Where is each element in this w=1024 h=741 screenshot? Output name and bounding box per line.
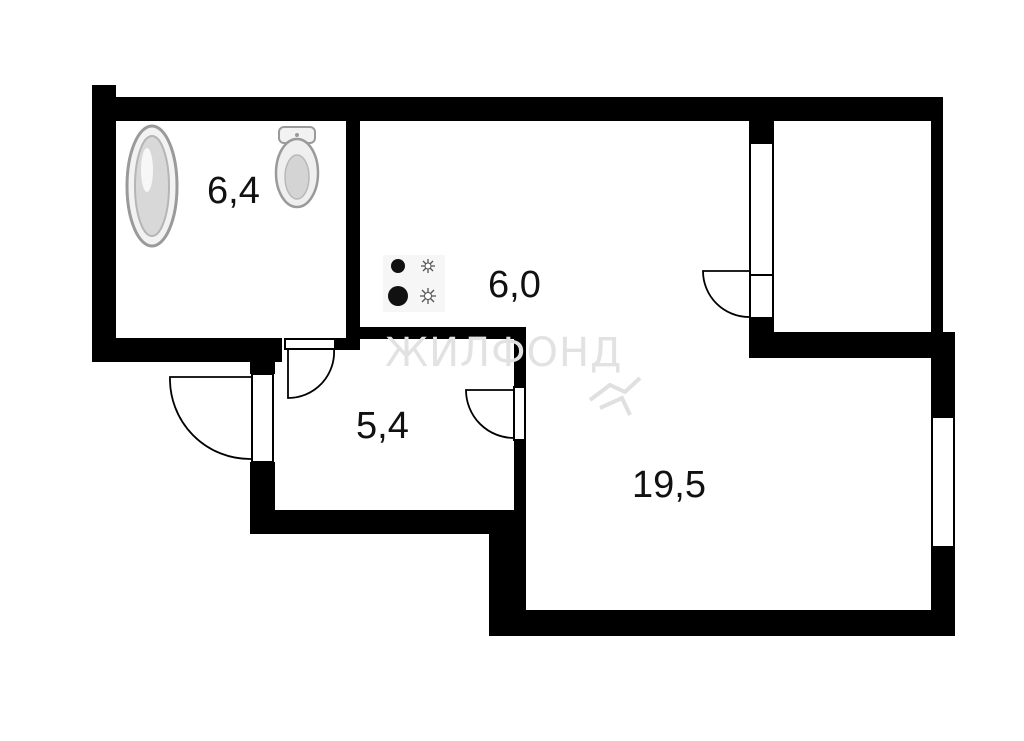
entrance-door-frame [251, 373, 274, 463]
bathtub-icon [125, 124, 179, 248]
toilet-icon [274, 126, 320, 209]
wall-hallway-top [346, 327, 520, 339]
door-swings [169, 270, 750, 460]
walls [92, 85, 955, 636]
wall-right-upper [931, 97, 943, 342]
door-frame-partition [749, 274, 774, 319]
wall-bottom [489, 610, 955, 636]
room-area-kitchen: 6,0 [488, 264, 541, 306]
room-area-bathroom: 6,4 [207, 170, 260, 212]
wall-partition-top [749, 121, 774, 143]
room-area-living-room: 19,5 [632, 464, 706, 506]
room-area-hallway: 5,4 [356, 405, 409, 447]
partition-door-swing [702, 270, 750, 318]
bathroom-door-swing [287, 348, 335, 399]
wall-top [92, 97, 940, 121]
watermark-logo-icon [588, 376, 642, 416]
wall-bathroom-right [346, 121, 360, 350]
entrance-door-swing [169, 376, 252, 460]
wall-left [92, 97, 116, 362]
openings [251, 142, 955, 548]
wall-entrance-upper [250, 338, 275, 374]
watermark: ЖИЛФОНД [385, 330, 622, 376]
wall-hallway-right-lower [514, 440, 526, 515]
living-door-swing [465, 389, 515, 439]
wall-upper-right-bottom [749, 332, 955, 358]
stove-icon [383, 255, 445, 312]
door-frame-hallway-right [513, 386, 526, 441]
window-partition [749, 142, 774, 276]
window-right [931, 416, 955, 548]
wall-hallway-bottom [250, 510, 516, 534]
door-frame-bathroom [284, 338, 336, 350]
wall-hallway-right-upper [514, 327, 526, 387]
